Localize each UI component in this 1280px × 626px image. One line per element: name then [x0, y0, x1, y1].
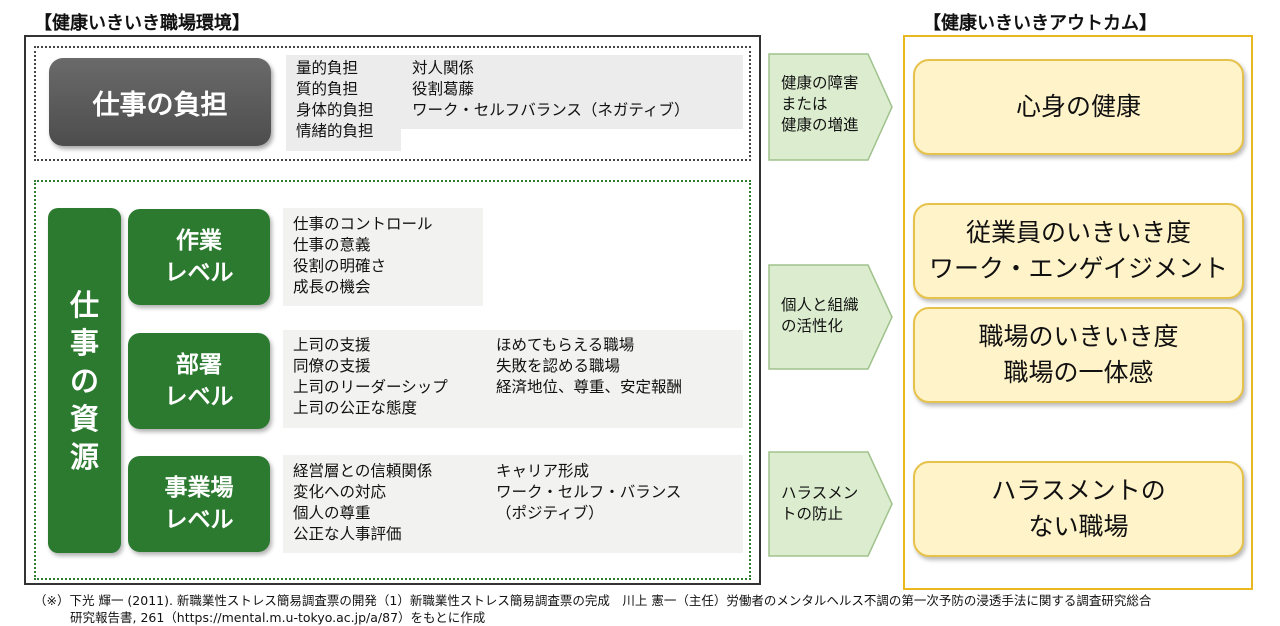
environment-header: 【健康いきいき職場環境】	[34, 13, 250, 34]
outcome-header: 【健康いきいきアウトカム】	[923, 13, 1157, 34]
resources-title-char: 資	[69, 401, 99, 436]
arrow-label-line: 個人と組織	[781, 296, 859, 314]
demands-panel-right	[401, 55, 743, 129]
demands-list-left: 量的負担 質的負担 身体的負担 情緒的負担	[296, 58, 374, 142]
workplace-level-list-2: キャリア形成 ワーク・セルフ・バランス （ポジティブ）	[496, 461, 681, 524]
outcome-line: ハラスメントの	[991, 476, 1166, 505]
job-resources-title: 仕 事 の 資 源	[48, 208, 121, 553]
demands-list-right: 対人関係 役割葛藤 ワーク・セルフバランス（ネガティブ）	[412, 58, 689, 121]
resource-item: 個人の尊重	[293, 504, 371, 522]
arrow-shape	[768, 53, 893, 161]
arrow-label-harassment: ハラスメン トの防止	[781, 483, 858, 525]
resources-title-char: の	[69, 363, 99, 398]
arrow-shape	[768, 451, 893, 557]
resource-item: 同僚の支援	[293, 357, 371, 375]
workplace-level-list-1: 経営層との信頼関係 変化への対応 個人の尊重 公正な人事評価	[293, 461, 432, 545]
demands-panel-left	[286, 55, 401, 151]
resource-item: 上司の支援	[293, 336, 371, 354]
resources-title-char: 源	[69, 439, 99, 474]
resource-item: 役割の明確さ	[293, 257, 387, 275]
arrow-label-line: 健康の増進	[781, 116, 859, 134]
level-label-line: 部署	[176, 352, 222, 378]
job-resources-box	[34, 180, 751, 580]
level-label-line: 事業場	[164, 475, 234, 501]
arrow-label-line: 健康の障害	[781, 74, 859, 92]
footnote-line: （※）下光 輝一 (2011). 新職業性ストレス簡易調査票の開発（1）新職業性…	[34, 593, 1152, 608]
resources-title-char: 事	[69, 325, 99, 360]
arrow-label-line: の活性化	[781, 317, 844, 335]
outcome-line: 職場の一体感	[1003, 358, 1154, 387]
demand-item: 量的負担	[296, 59, 359, 77]
demand-item: 情緒的負担	[296, 122, 374, 140]
demand-item: 質的負担	[296, 80, 359, 98]
demand-item: 対人関係	[412, 59, 475, 77]
demand-item: 身体的負担	[296, 101, 374, 119]
level-label-line: レベル	[164, 507, 234, 533]
level-label-line: レベル	[164, 260, 234, 286]
outcome-mental-physical-health: 心身の健康	[913, 59, 1244, 155]
arrow-label-activation: 個人と組織 の活性化	[781, 295, 859, 337]
outcome-harassment-free: ハラスメントの ない職場	[913, 461, 1244, 557]
outcome-line: 従業員のいきいき度	[965, 218, 1191, 247]
task-level-list: 仕事のコントロール 仕事の意義 役割の明確さ 成長の機会	[293, 214, 433, 298]
resource-item: 仕事の意義	[293, 236, 371, 254]
resource-item: ほめてもらえる職場	[496, 336, 635, 354]
resource-item: 変化への対応	[293, 483, 387, 501]
level-label-line: 作業	[176, 228, 222, 254]
task-level-panel	[283, 208, 483, 306]
level-label-line: レベル	[164, 384, 234, 410]
arrow-label-line: ハラスメン	[781, 484, 859, 502]
department-level-label: 部署 レベル	[128, 333, 270, 429]
outcome-line: ない職場	[1028, 512, 1129, 541]
outcome-line: ワーク・エンゲイジメント	[928, 254, 1228, 283]
footnote-line: 研究報告書, 261（https://mental.m.u-tokyo.ac.j…	[70, 610, 486, 625]
department-level-panel	[283, 330, 743, 428]
workplace-level-panel	[283, 455, 743, 553]
outcome-line: 職場のいきいき度	[978, 322, 1179, 351]
resource-item: 失敗を認める職場	[496, 357, 621, 375]
resource-item: ワーク・セルフ・バランス	[496, 483, 682, 501]
demand-item: 役割葛藤	[412, 80, 475, 98]
arrow-shape	[768, 264, 893, 370]
resource-item: 上司の公正な態度	[293, 399, 418, 417]
department-level-list-1: 上司の支援 同僚の支援 上司のリーダーシップ 上司の公正な態度	[293, 335, 448, 419]
demand-item: ワーク・セルフバランス（ネガティブ）	[412, 101, 690, 119]
department-level-list-2: ほめてもらえる職場 失敗を認める職場 経済地位、尊重、安定報酬	[496, 335, 682, 398]
resources-title-char: 仕	[69, 287, 99, 322]
environment-frame	[24, 35, 761, 585]
job-demands-title: 仕事の負担	[49, 58, 271, 146]
resource-item: 仕事のコントロール	[293, 215, 433, 233]
resource-item: 経済地位、尊重、安定報酬	[496, 378, 683, 396]
arrow-label-line: トの防止	[781, 505, 844, 523]
outcome-workplace-unity: 職場のいきいき度 職場の一体感	[913, 307, 1244, 403]
outcome-frame	[903, 35, 1253, 590]
workplace-level-label: 事業場 レベル	[128, 456, 270, 552]
resource-item: キャリア形成	[496, 462, 590, 480]
job-demands-box	[34, 46, 751, 161]
outcome-line: 心身の健康	[1015, 92, 1141, 121]
resource-item: 経営層との信頼関係	[293, 462, 433, 480]
task-level-label: 作業 レベル	[128, 209, 270, 305]
resource-item: 公正な人事評価	[293, 525, 402, 543]
resource-item: 上司のリーダーシップ	[293, 378, 448, 396]
arrow-label-health: 健康の障害 または 健康の増進	[781, 73, 859, 136]
resource-item: 成長の機会	[293, 278, 371, 296]
arrow-label-line: または	[781, 95, 828, 113]
resource-item: （ポジティブ）	[496, 504, 604, 522]
outcome-employee-engagement: 従業員のいきいき度 ワーク・エンゲイジメント	[913, 203, 1244, 299]
